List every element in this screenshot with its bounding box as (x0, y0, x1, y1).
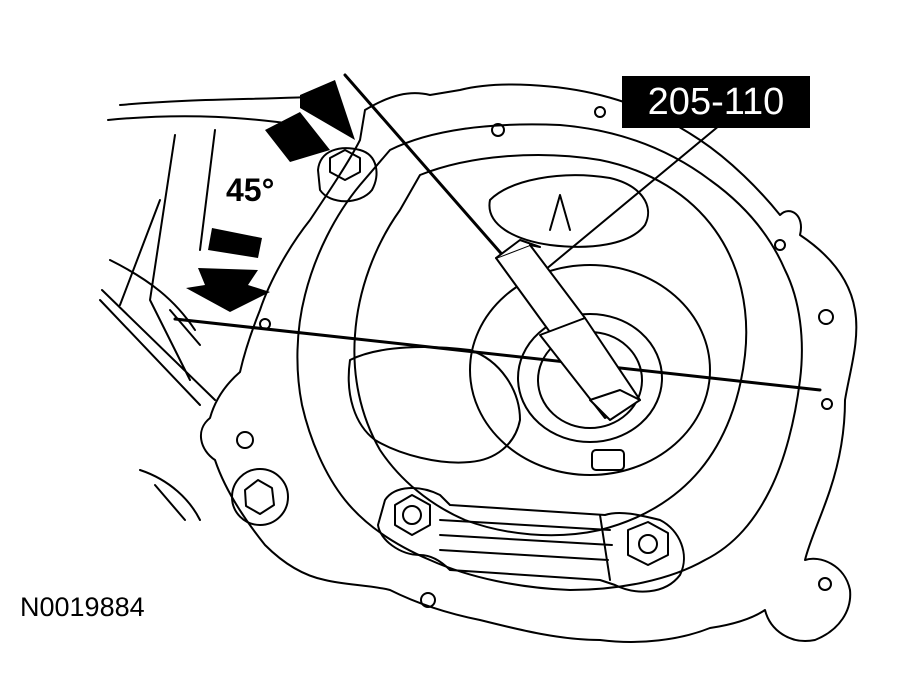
top-bolt-base (317, 147, 378, 203)
flange-hole (594, 106, 606, 118)
top-bolt-head (329, 149, 361, 181)
rotation-arrow-lower-bar (208, 228, 262, 258)
frame-lines (99, 95, 331, 521)
bracket-bolt-left (394, 494, 431, 536)
bracket-bolt-right-center (638, 534, 658, 554)
lower-cavity (347, 346, 521, 464)
inner-cover (353, 154, 748, 537)
special-tool-top (495, 239, 541, 259)
flange-hole (821, 398, 833, 410)
left-bolt-washer (231, 468, 289, 526)
left-bolt-head (244, 479, 275, 515)
lower-slot (591, 449, 625, 471)
bracket-bolt-right (627, 521, 669, 566)
shift-rails (439, 514, 613, 581)
flange-hole (818, 577, 832, 591)
bore-mid-ring (517, 313, 663, 443)
housing-flange (296, 123, 803, 591)
tool-callout-label: 205-110 (622, 76, 810, 128)
bracket-bolt-left-center (402, 505, 422, 525)
shift-bracket (377, 487, 685, 593)
figure-id: N0019884 (20, 592, 145, 622)
rotation-arrow-upper-bar (265, 112, 330, 162)
flange-hole (420, 592, 436, 608)
rotation-arrow-upper (300, 80, 355, 140)
special-tool-body (495, 244, 586, 336)
rotation-arrow-lower (186, 268, 270, 312)
housing-outline (200, 83, 858, 643)
reference-line-diagonal (343, 73, 522, 277)
angle-label: 45° (226, 172, 275, 208)
bore-outer-ring (469, 264, 711, 476)
flange-hole (236, 431, 254, 449)
upper-cavity (488, 174, 650, 248)
flange-hole (774, 239, 786, 251)
special-tool-tip (589, 389, 641, 421)
upper-tab (549, 194, 571, 231)
flange-hole (491, 123, 505, 137)
flange-hole (818, 309, 834, 325)
reference-line-horizontal (173, 317, 822, 392)
callout-leader (544, 124, 721, 271)
